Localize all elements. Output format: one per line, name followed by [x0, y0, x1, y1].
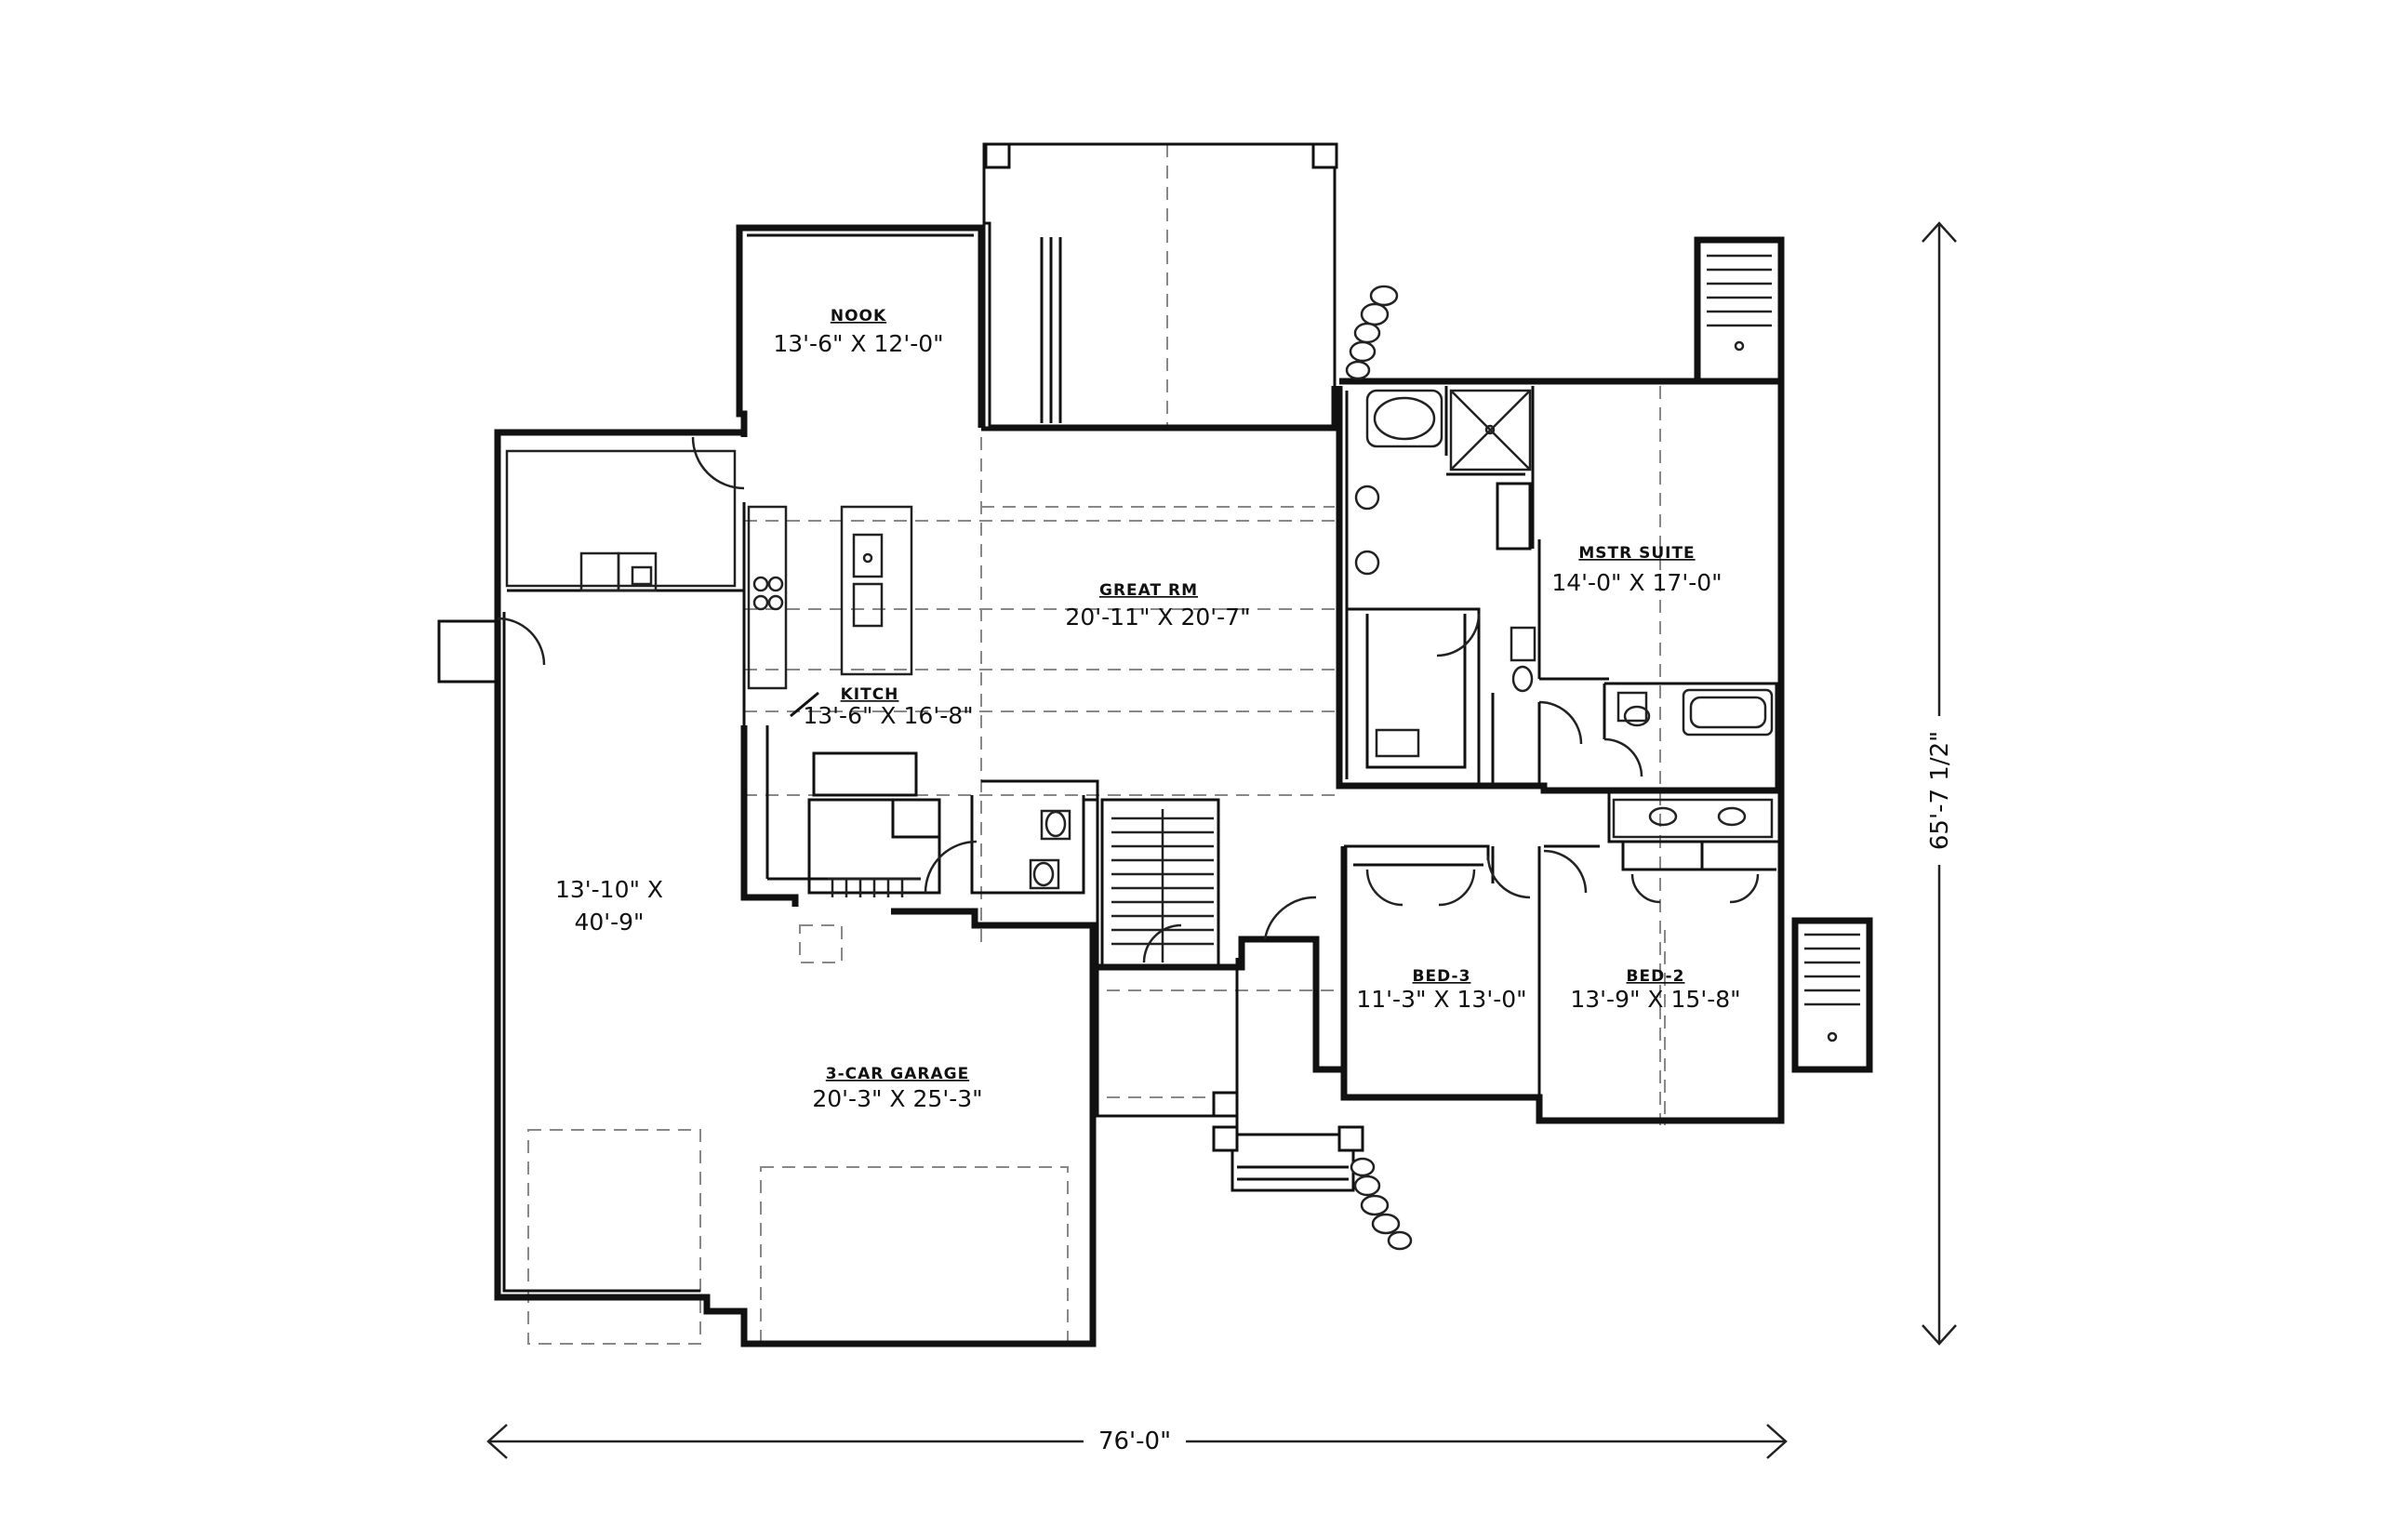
- covered-patio: [982, 142, 1338, 430]
- laundry-fixtures: [828, 809, 1071, 897]
- room-name-bed-3: BED-3: [1413, 967, 1471, 986]
- room-labels: NOOK 13'-6" X 12'-0" GREAT RM 20'-11" X …: [555, 307, 1741, 1112]
- doors: [497, 436, 1760, 963]
- hall-bath-fixtures: [1612, 688, 1774, 839]
- front-porch: [1096, 958, 1364, 1192]
- room-size-3-car-garage: 20'-3" X 25'-3": [812, 1085, 982, 1112]
- overall-depth-dimension: 65'-7 1/2": [1922, 221, 1957, 1346]
- room-size-bed-2: 13'-9" X 15'-8": [1570, 986, 1740, 1013]
- room-name-mstr-suite: MSTR SUITE: [1578, 544, 1695, 563]
- room-size-great-rm: 20'-11" X 20'-7": [1065, 604, 1250, 631]
- deck-stairs: [1694, 236, 1873, 1073]
- kitchen-fixtures: [505, 449, 913, 718]
- room-size-kitch: 13'-6" X 16'-8": [803, 702, 973, 729]
- ceiling-guide-lines: [527, 144, 1666, 1345]
- room-name-nook: NOOK: [831, 307, 886, 325]
- garage-side-entry: [437, 619, 499, 684]
- room-name-bed-2: BED-2: [1627, 967, 1685, 986]
- room-name-3-car-garage: 3-CAR GARAGE: [826, 1065, 969, 1083]
- stairs: [1111, 809, 1214, 962]
- exterior-walls: [494, 224, 1785, 1348]
- room-size-garage-line2: 40'-9": [574, 909, 644, 936]
- overall-width-dimension: 76'-0": [486, 1424, 1788, 1459]
- room-name-great-rm: GREAT RM: [1099, 581, 1198, 600]
- overall-depth-label: 65'-7 1/2": [1926, 731, 1954, 850]
- master-bath-fixtures: [1354, 389, 1536, 758]
- room-name-kitch: KITCH: [841, 685, 899, 704]
- room-size-mstr-suite: 14'-0" X 17'-0": [1551, 569, 1722, 596]
- overall-width-label: 76'-0": [1098, 1427, 1171, 1455]
- room-size-garage-line1: 13'-10" X: [555, 876, 663, 903]
- room-size-bed-3: 11'-3" X 13'-0": [1356, 986, 1526, 1013]
- room-size-nook: 13'-6" X 12'-0": [773, 330, 943, 357]
- landscape-stones: [1345, 285, 1413, 1251]
